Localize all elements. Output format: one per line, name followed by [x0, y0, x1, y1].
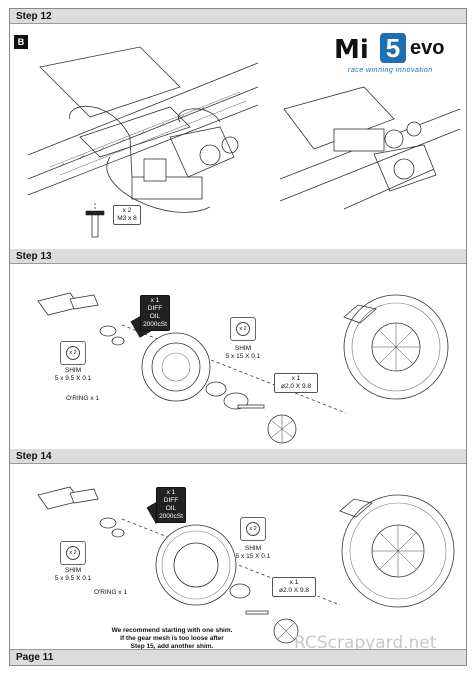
oring-qty-step14: x 1: [118, 589, 128, 596]
oring-label: O'RING x 1: [66, 395, 126, 403]
shim-large-name: SHIM: [234, 345, 252, 352]
shim-small-qty: x 2: [66, 346, 80, 360]
step-13-header: Step 13: [10, 249, 466, 264]
pin-size-label: ø2.0 X 9.8: [281, 383, 311, 390]
shim-small-size-step14: 5 x 9.5 X 0.1: [54, 575, 92, 582]
shim-large-icon-step14: x 2: [240, 517, 266, 541]
diff-oil-qty: x 1: [150, 297, 160, 304]
shim-small-icon-step14: x 2: [60, 541, 86, 565]
oring-name: O'RING: [66, 395, 89, 402]
shim-large-label-step14: SHIM 5 x 15 X 0.1: [218, 545, 288, 561]
logo-number-badge: 5: [380, 33, 406, 63]
pin-part-tag: x 1 ø2.0 X 9.8: [274, 373, 318, 393]
shim-large-size: 5 x 15 X 0.1: [225, 353, 261, 360]
page-footer: Page 11: [10, 649, 466, 665]
mi5evo-logo: Mi 5 evo race winning innovation: [328, 33, 464, 83]
shim-small-size: 5 x 9.5 X 0.1: [54, 375, 92, 382]
logo-tagline: race winning innovation: [348, 67, 433, 74]
note-line-3: Step 15, add another shim.: [130, 643, 214, 650]
step-12-detail-illustration: [279, 86, 461, 210]
step-12-header: Step 12: [10, 9, 466, 24]
note-line-1: We recommend starting with one shim.: [111, 627, 233, 634]
oring-label-step14: O'RING x 1: [94, 589, 154, 597]
shim-small-qty-step14: x 2: [66, 546, 80, 560]
oring-qty: x 1: [90, 395, 100, 402]
logo-evo-text: evo: [410, 37, 445, 59]
manual-page: Step 12 B Mi 5 evo race winning innovati…: [9, 8, 467, 666]
shim-small-name: SHIM: [64, 367, 82, 374]
step-14-header: Step 14: [10, 449, 466, 464]
pin-qty-step14: x 1: [289, 579, 299, 586]
step-12-chassis-illustration: [27, 46, 259, 238]
shim-large-name-step14: SHIM: [244, 545, 262, 552]
site-watermark: RCScrapyard.net: [294, 633, 437, 653]
shim-large-label: SHIM 5 x 15 X 0.1: [208, 345, 278, 361]
pin-part-tag-step14: x 1 ø2.0 X 9.8: [272, 577, 316, 597]
shim-small-icon: x 2: [60, 341, 86, 365]
pin-size-label-step14: ø2.0 X 9.8: [279, 587, 309, 594]
screw-qty: x 2: [122, 207, 132, 214]
diff-oil-qty-step14: x 1: [166, 489, 176, 496]
shim-recommendation-note: We recommend starting with one shim. If …: [92, 627, 252, 651]
shim-small-name-step14: SHIM: [64, 567, 82, 574]
shim-large-icon: x 2: [230, 317, 256, 341]
page-number: Page 11: [16, 652, 54, 663]
oring-name-step14: O'RING: [94, 589, 117, 596]
step-12-title: Step 12: [16, 11, 52, 22]
diff-oil-label: DIFF OIL 2000cSt: [143, 305, 167, 328]
screw-part-tag: x 2 M3 x 8: [113, 205, 141, 225]
diff-oil-tag: x 1 DIFF OIL 2000cSt: [140, 295, 170, 331]
step-13-title: Step 13: [16, 251, 52, 262]
sub-step-badge: B: [14, 35, 28, 49]
step-14-title: Step 14: [16, 451, 52, 462]
shim-large-qty-step14: x 2: [246, 522, 260, 536]
diff-oil-label-step14: DIFF OIL 2000cSt: [159, 497, 183, 520]
screw-size-label: M3 x 8: [117, 215, 137, 222]
shim-small-label: SHIM 5 x 9.5 X 0.1: [40, 367, 106, 383]
pin-qty: x 1: [291, 375, 301, 382]
logo-mi-text: Mi: [334, 35, 369, 65]
diff-oil-tag-step14: x 1 DIFF OIL 2000cSt: [156, 487, 186, 523]
shim-large-size-step14: 5 x 15 X 0.1: [235, 553, 271, 560]
step-14-diff-illustration: [37, 486, 455, 644]
shim-large-qty: x 2: [236, 322, 250, 336]
shim-small-label-step14: SHIM 5 x 9.5 X 0.1: [40, 567, 106, 583]
note-line-2: If the gear mesh is too loose after: [120, 635, 224, 642]
